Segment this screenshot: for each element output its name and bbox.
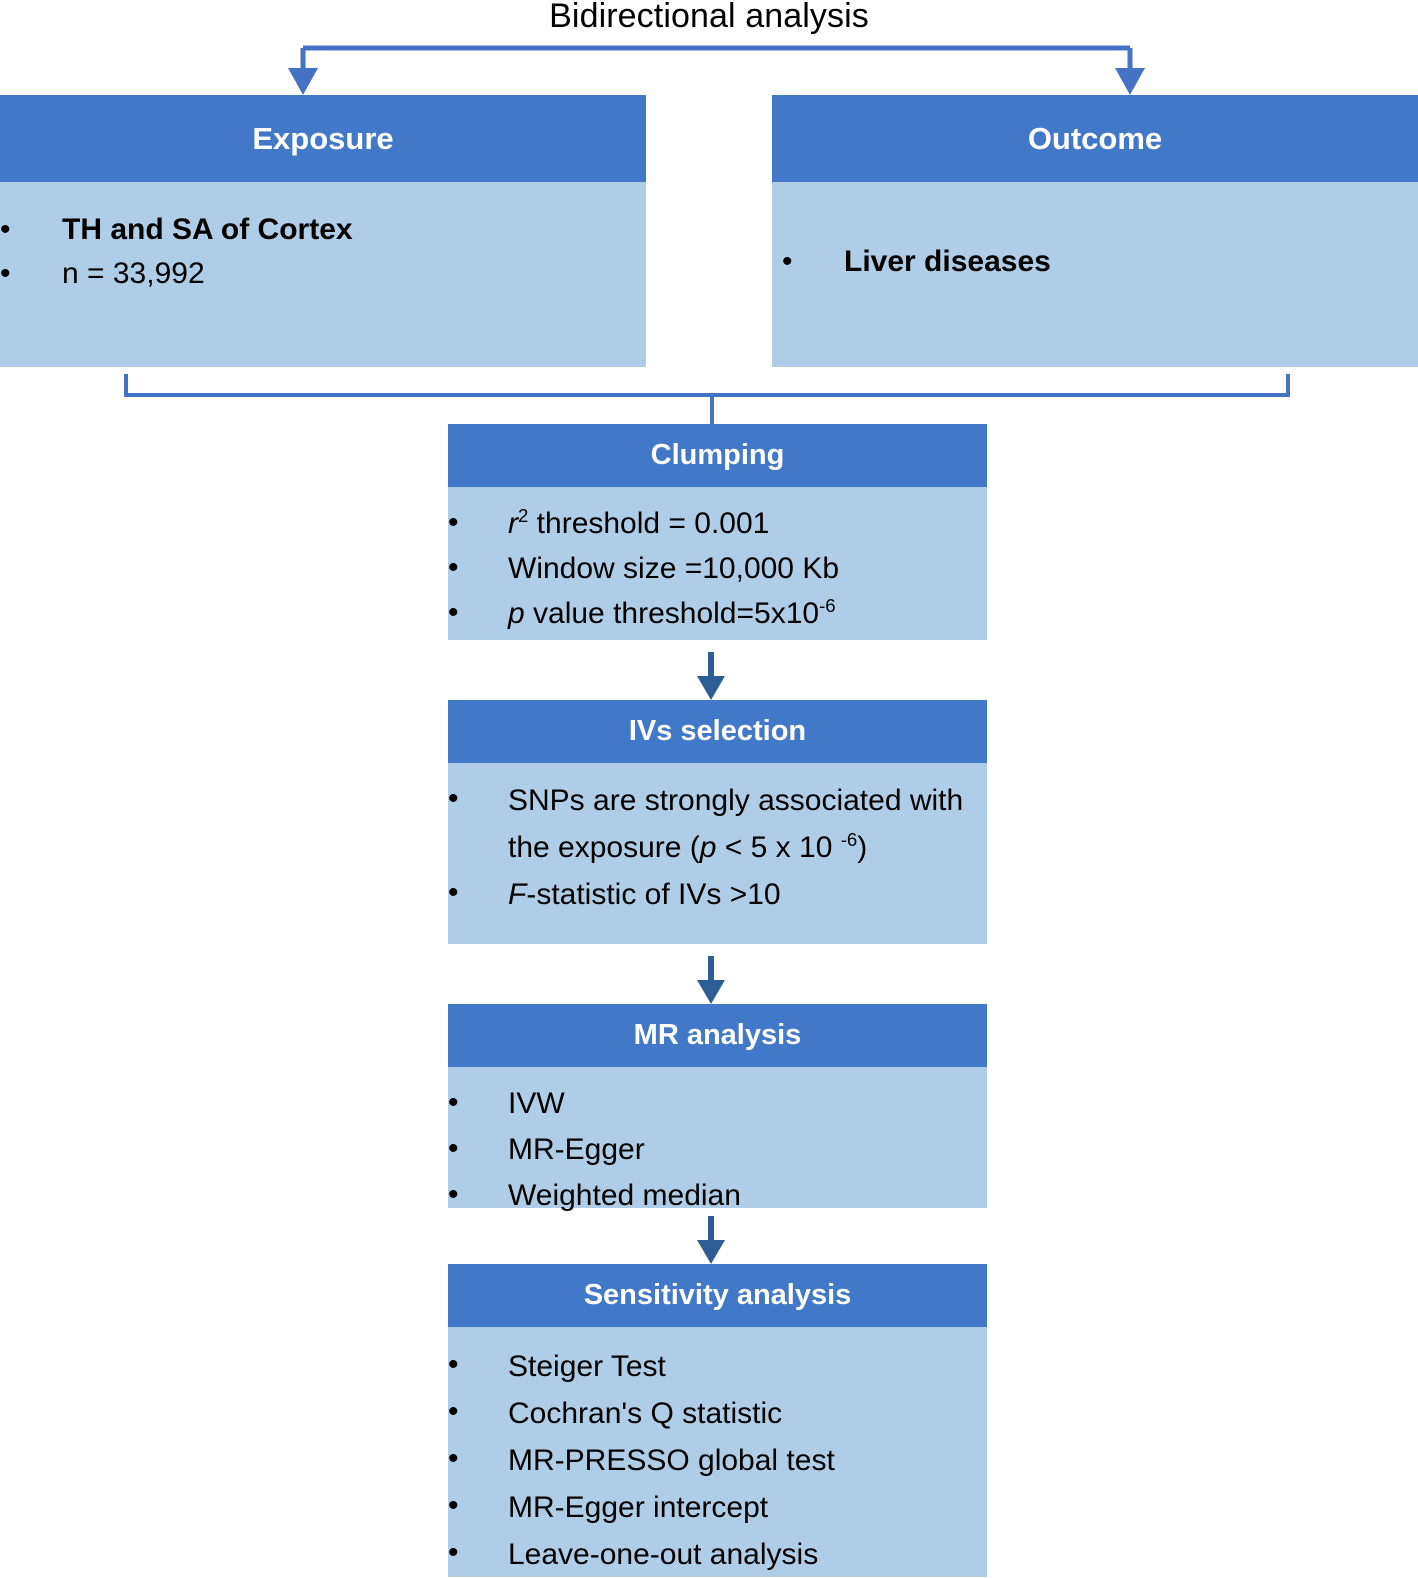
- exposure-box: Exposure • TH and SA of Cortex • n = 33,…: [0, 95, 646, 367]
- arrow-mr-to-sensitivity: [697, 1216, 725, 1264]
- list-item: • Window size =10,000 Kb: [448, 546, 987, 591]
- outcome-box: Outcome • Liver diseases: [772, 95, 1418, 367]
- bullet-icon: •: [448, 1442, 459, 1475]
- outcome-body: • Liver diseases: [772, 182, 1418, 367]
- list-item-label: IVW: [508, 1087, 565, 1120]
- mr-analysis-box: MR analysis • IVW • MR-Egger • Weighted …: [448, 1004, 987, 1212]
- mr-analysis-bullet-list: • IVW • MR-Egger • Weighted median: [448, 1081, 987, 1219]
- list-item-label: TH and SA of Cortex: [62, 213, 353, 246]
- list-item: • TH and SA of Cortex: [0, 208, 646, 252]
- list-item: • Liver diseases: [782, 240, 1418, 284]
- list-item-label: MR-Egger intercept: [508, 1491, 769, 1524]
- bullet-icon: •: [448, 1086, 459, 1119]
- list-item-label: p value threshold=5x10-6: [508, 595, 836, 630]
- bidirectional-bracket-top: [300, 45, 1133, 70]
- bullet-icon: •: [448, 1536, 459, 1569]
- list-item: • MR-Egger: [448, 1127, 987, 1173]
- bullet-icon: •: [0, 213, 11, 246]
- merge-bracket-bottom: [124, 374, 1290, 424]
- list-item: • r2 threshold = 0.001: [448, 501, 987, 546]
- sensitivity-analysis-header: Sensitivity analysis: [448, 1264, 987, 1327]
- exposure-header: Exposure: [0, 95, 646, 182]
- arrow-clumping-to-ivs: [697, 652, 725, 700]
- bullet-icon: •: [448, 551, 459, 584]
- bullet-icon: •: [448, 1395, 459, 1428]
- list-item: • Weighted median: [448, 1173, 987, 1219]
- list-item-label: Liver diseases: [844, 245, 1051, 278]
- clumping-body: • r2 threshold = 0.001 • Window size =10…: [448, 487, 987, 640]
- exposure-bullet-list: • TH and SA of Cortex • n = 33,992: [0, 208, 646, 296]
- list-item: • Cochran's Q statistic: [448, 1390, 987, 1437]
- list-item-label: r2 threshold = 0.001: [508, 505, 770, 540]
- ivs-selection-box: IVs selection • SNPs are strongly associ…: [448, 700, 987, 944]
- list-item: • MR-Egger intercept: [448, 1484, 987, 1531]
- arrow-to-exposure: [288, 68, 318, 95]
- bullet-icon: •: [448, 1348, 459, 1381]
- list-item-label: Weighted median: [508, 1179, 741, 1212]
- list-item: • Leave-one-out analysis: [448, 1531, 987, 1578]
- clumping-box: Clumping • r2 threshold = 0.001 • Window…: [448, 424, 987, 640]
- sensitivity-analysis-bullet-list: • Steiger Test • Cochran's Q statistic •…: [448, 1343, 987, 1578]
- list-item: • F-statistic of IVs >10: [448, 871, 987, 918]
- list-item: • p value threshold=5x10-6: [448, 591, 987, 636]
- ivs-selection-header: IVs selection: [448, 700, 987, 763]
- sensitivity-analysis-box: Sensitivity analysis • Steiger Test • Co…: [448, 1264, 987, 1577]
- clumping-header: Clumping: [448, 424, 987, 487]
- exposure-body: • TH and SA of Cortex • n = 33,992: [0, 182, 646, 367]
- sensitivity-analysis-body: • Steiger Test • Cochran's Q statistic •…: [448, 1327, 987, 1577]
- bullet-icon: •: [448, 876, 459, 909]
- list-item-label: MR-Egger: [508, 1133, 645, 1166]
- bullet-icon: •: [782, 245, 793, 278]
- bullet-icon: •: [448, 782, 459, 815]
- bullet-icon: •: [448, 1132, 459, 1165]
- bullet-icon: •: [448, 1489, 459, 1522]
- list-item-label: SNPs are strongly associated with the ex…: [508, 784, 964, 864]
- bullet-icon: •: [0, 257, 11, 290]
- ivs-selection-body: • SNPs are strongly associated with the …: [448, 763, 987, 944]
- mr-analysis-header: MR analysis: [448, 1004, 987, 1067]
- list-item: • n = 33,992: [0, 252, 646, 296]
- mr-analysis-body: • IVW • MR-Egger • Weighted median: [448, 1067, 987, 1212]
- list-item: • Steiger Test: [448, 1343, 987, 1390]
- list-item-label: Cochran's Q statistic: [508, 1397, 783, 1430]
- page-title: Bidirectional analysis: [549, 0, 869, 35]
- list-item: • IVW: [448, 1081, 987, 1127]
- list-item-label: Steiger Test: [508, 1350, 666, 1383]
- clumping-bullet-list: • r2 threshold = 0.001 • Window size =10…: [448, 501, 987, 636]
- list-item-label: MR-PRESSO global test: [508, 1444, 835, 1477]
- outcome-header: Outcome: [772, 95, 1418, 182]
- list-item-label: Leave-one-out analysis: [508, 1538, 819, 1571]
- bullet-icon: •: [448, 506, 459, 539]
- outcome-bullet-list: • Liver diseases: [772, 240, 1418, 284]
- arrow-to-outcome: [1115, 68, 1145, 95]
- list-item: • SNPs are strongly associated with the …: [448, 777, 987, 871]
- bullet-icon: •: [448, 1178, 459, 1211]
- ivs-selection-bullet-list: • SNPs are strongly associated with the …: [448, 777, 987, 918]
- list-item-label: F-statistic of IVs >10: [508, 878, 781, 911]
- list-item-label: n = 33,992: [62, 257, 205, 290]
- list-item: • MR-PRESSO global test: [448, 1437, 987, 1484]
- arrow-ivs-to-mr: [697, 956, 725, 1004]
- bullet-icon: •: [448, 596, 459, 629]
- list-item-label: Window size =10,000 Kb: [508, 552, 840, 585]
